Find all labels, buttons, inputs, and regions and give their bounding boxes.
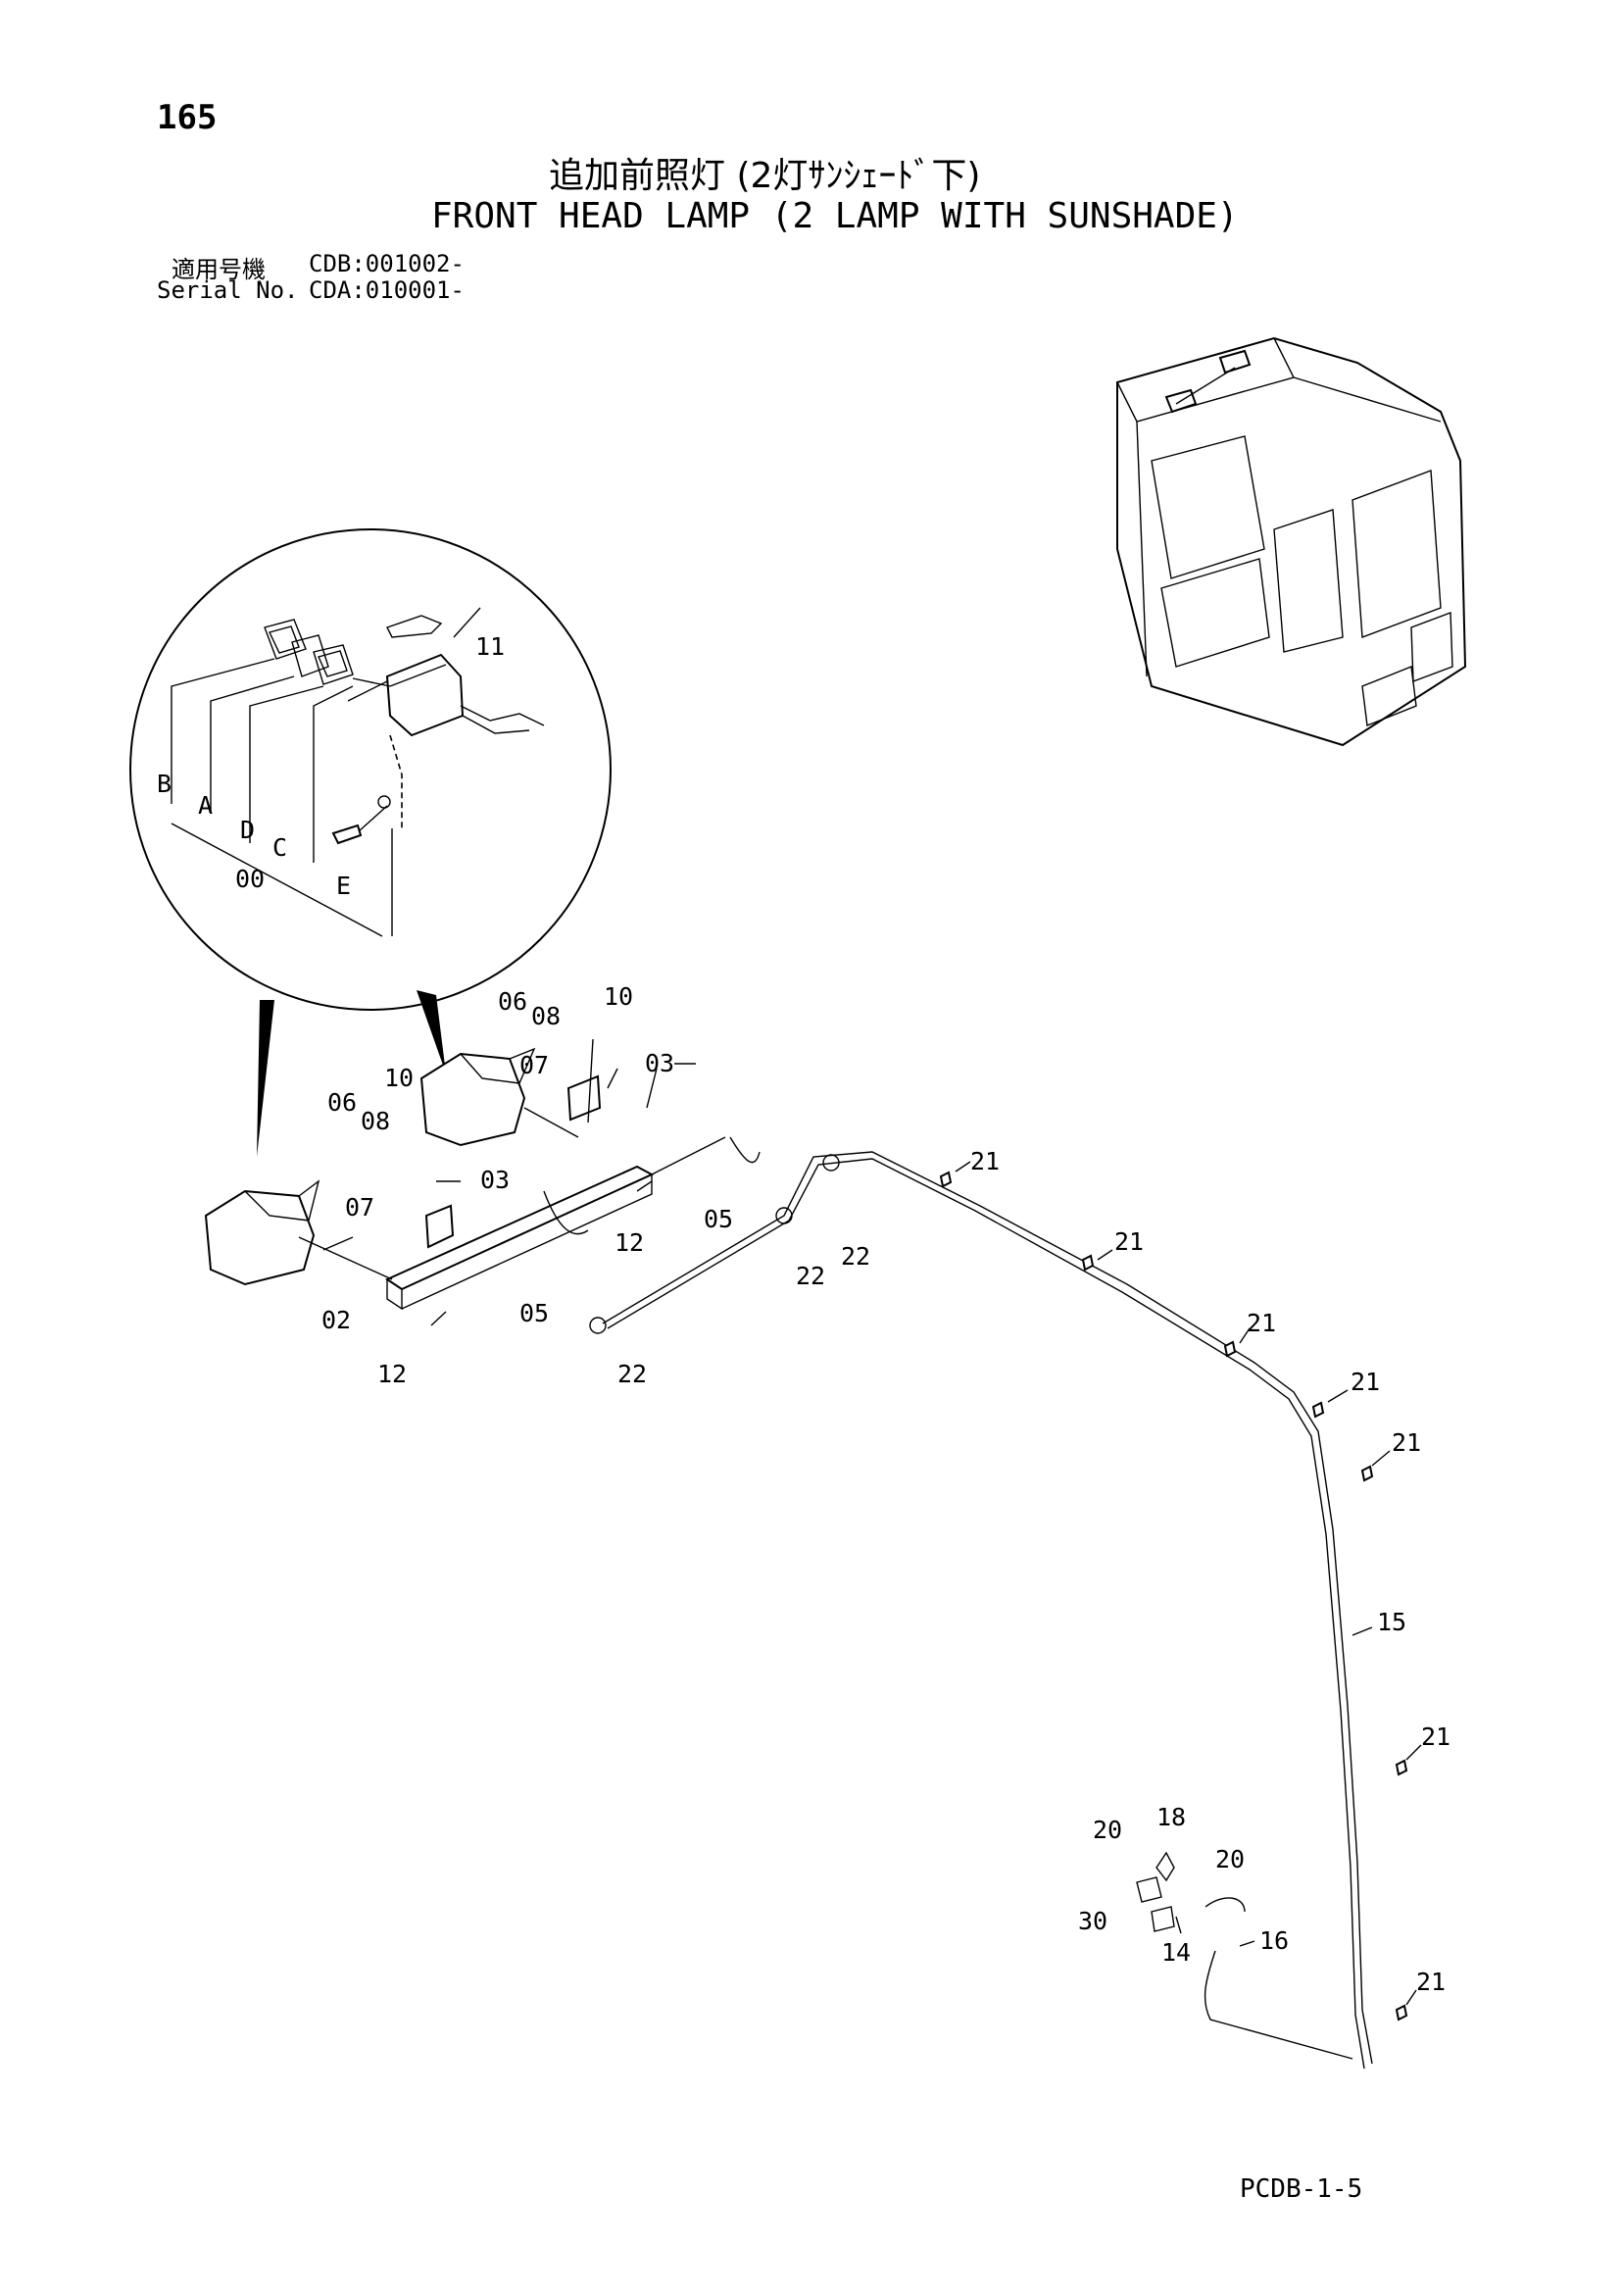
detail-label-e: E: [336, 872, 351, 900]
detail-pointer-arrows: [257, 990, 446, 1157]
part-label-21-g: 21: [1416, 1968, 1446, 1996]
part-label-03-lower: 03: [480, 1166, 510, 1194]
part-label-21-c: 21: [1247, 1309, 1276, 1337]
part-label-03-upper: 03: [645, 1049, 674, 1077]
harness-clips: [939, 1171, 1408, 2021]
part-label-05-lower: 05: [519, 1299, 549, 1327]
detail-label-d: D: [240, 816, 255, 844]
part-label-07-lower: 07: [345, 1193, 374, 1222]
applicability-japanese-value: CDB:001002-: [309, 250, 465, 277]
detail-label-00: 00: [235, 865, 265, 893]
serial-number-value: CDA:010001-: [309, 276, 465, 304]
lamp-bracket-assembly: [204, 1047, 761, 1326]
page-number: 165: [157, 98, 218, 137]
cab-illustration: [1116, 336, 1467, 747]
part-label-06-lower: 06: [327, 1088, 357, 1117]
part-label-12-lower: 12: [377, 1360, 407, 1388]
part-label-21-f: 21: [1421, 1722, 1450, 1751]
part-label-06-upper: 06: [498, 987, 527, 1016]
part-label-10-upper: 10: [604, 982, 633, 1011]
leader-lines: [322, 607, 1422, 2006]
part-label-02: 02: [321, 1306, 351, 1334]
part-label-16: 16: [1259, 1926, 1289, 1955]
part-label-22-left: 22: [796, 1262, 825, 1290]
part-label-22-right: 22: [841, 1242, 870, 1271]
title-english: FRONT HEAD LAMP (2 LAMP WITH SUNSHADE): [431, 196, 1239, 236]
part-label-21-e: 21: [1392, 1428, 1421, 1457]
part-label-20-left: 20: [1093, 1816, 1122, 1844]
serial-number-label: Serial No.: [157, 276, 299, 304]
part-label-14: 14: [1161, 1938, 1191, 1967]
wiring-harness: [589, 1151, 1373, 2070]
part-label-18: 18: [1156, 1803, 1186, 1831]
part-label-21-b: 21: [1114, 1227, 1144, 1256]
part-label-08-upper: 08: [531, 1002, 561, 1030]
part-label-20-right: 20: [1215, 1845, 1245, 1873]
part-label-15: 15: [1377, 1608, 1406, 1636]
part-label-07-upper: 07: [519, 1051, 549, 1079]
applicability-japanese-label: 適用号機: [172, 256, 266, 283]
detail-label-11: 11: [475, 632, 505, 661]
title-japanese: 追加前照灯 (2灯ｻﾝｼｪｰﾄﾞ下): [549, 156, 981, 196]
part-label-08-lower: 08: [361, 1107, 390, 1135]
part-label-05-right: 05: [704, 1205, 733, 1233]
part-label-12-right: 12: [614, 1228, 644, 1257]
detail-label-c: C: [272, 833, 287, 862]
part-label-10-lower: 10: [384, 1064, 414, 1092]
part-label-22-lower: 22: [617, 1360, 647, 1388]
detail-label-b: B: [157, 770, 172, 798]
detail-circle: [129, 528, 612, 1011]
catalog-code: PCDB-1-5: [1240, 2174, 1363, 2204]
part-label-21-a: 21: [970, 1147, 1000, 1175]
part-label-30: 30: [1078, 1907, 1107, 1935]
part-label-21-d: 21: [1351, 1368, 1380, 1396]
detail-label-a: A: [198, 791, 213, 820]
